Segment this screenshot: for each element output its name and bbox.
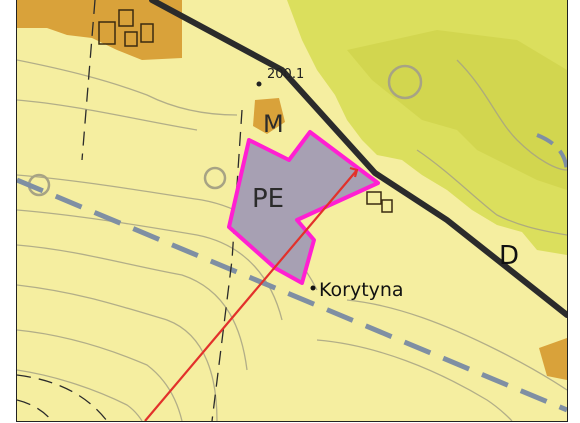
settlement-area-right [539, 338, 567, 380]
place-label-korytyna: Korytyna [319, 279, 404, 301]
place-marker [310, 285, 316, 291]
power-line [17, 177, 567, 413]
settlement-area-m [253, 98, 285, 134]
main-road [149, 0, 567, 318]
forest-inner [347, 30, 567, 190]
power-line-arc [536, 133, 567, 176]
zone-label-m: M [263, 110, 284, 138]
elevation-label: 200.1 [267, 67, 304, 82]
footpaths [17, 0, 243, 421]
red-line [144, 169, 358, 421]
red-line-arrow [349, 166, 359, 178]
buildings [98, 9, 393, 213]
map-frame: PE M D Korytyna 200.1 [16, 0, 568, 422]
road-label-d: D [499, 241, 519, 271]
map-canvas: PE M D Korytyna 200.1 [17, 0, 567, 421]
zone-label-pe: PE [252, 184, 284, 214]
elevation-marker [256, 81, 262, 87]
